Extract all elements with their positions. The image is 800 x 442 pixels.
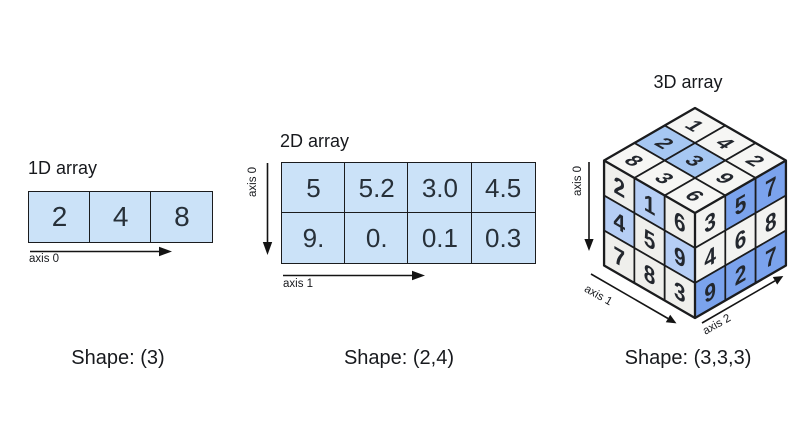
array-cell: 0. <box>344 212 410 265</box>
array-cell: 8 <box>150 191 214 243</box>
cube-cell-value: 3 <box>674 276 686 310</box>
cube-cell-value: 5 <box>735 189 747 223</box>
3d-shape-label: Shape: (3,3,3) <box>624 347 752 369</box>
cube-cell-value: 9 <box>704 276 716 310</box>
cube-cell-value: 6 <box>674 206 686 240</box>
cube-cell-value: 8 <box>765 206 777 240</box>
array-cell: 4.5 <box>470 162 536 214</box>
3d-array-title: 3D array <box>653 72 723 92</box>
axis-arrow-line <box>590 273 669 320</box>
axis1-label-2d: axis 1 <box>283 278 314 290</box>
array-cell: 5 <box>281 162 346 214</box>
cube-edge <box>602 106 788 320</box>
array-cell: 0.3 <box>470 212 536 265</box>
cube-cell-value: 2 <box>735 259 747 293</box>
array-cell: 9. <box>281 212 346 265</box>
axis-arrow-line <box>701 280 776 324</box>
axis1-arrow-2d <box>283 270 425 281</box>
1d-shape-label: Shape: (3) <box>71 347 165 369</box>
cube-cell-value: 4 <box>704 241 716 275</box>
array-cell: 0.1 <box>407 212 473 265</box>
cube-cell-value: 1 <box>644 189 656 223</box>
array-cell: 3.0 <box>407 162 473 214</box>
axis0-arrow-1d <box>30 246 172 257</box>
array-cell: 4 <box>89 191 153 243</box>
1d-array-title: 1D array <box>28 158 98 178</box>
axis-arrow-head <box>772 276 784 285</box>
cube-cell-value: 8 <box>644 259 656 293</box>
axis-arrow-head <box>584 239 594 251</box>
cube-cell-value: 7 <box>613 241 625 275</box>
cube-cell-value: 6 <box>735 224 747 258</box>
array-cell: 2 <box>28 191 91 243</box>
cube-cell-value: 5 <box>644 224 656 258</box>
cube-cell-value: 7 <box>765 171 777 205</box>
cube-cell-value: 3 <box>704 206 716 240</box>
2d-array-title: 2D array <box>280 131 350 151</box>
axis-arrow-head <box>665 314 677 324</box>
axis0-label-3d: axis 0 <box>572 165 584 196</box>
axis0-label-1d: axis 0 <box>29 253 60 265</box>
cube-cell-value: 9 <box>674 241 686 275</box>
axis0-arrow-2d <box>262 163 273 255</box>
cube-cell-value: 2 <box>613 171 625 205</box>
axis0-label-2d: axis 0 <box>247 166 259 197</box>
2d-shape-label: Shape: (2,4) <box>343 347 455 369</box>
cube-cell-value: 7 <box>765 241 777 275</box>
cube-cell-value: 4 <box>613 206 625 240</box>
array-cell: 5.2 <box>344 162 410 214</box>
